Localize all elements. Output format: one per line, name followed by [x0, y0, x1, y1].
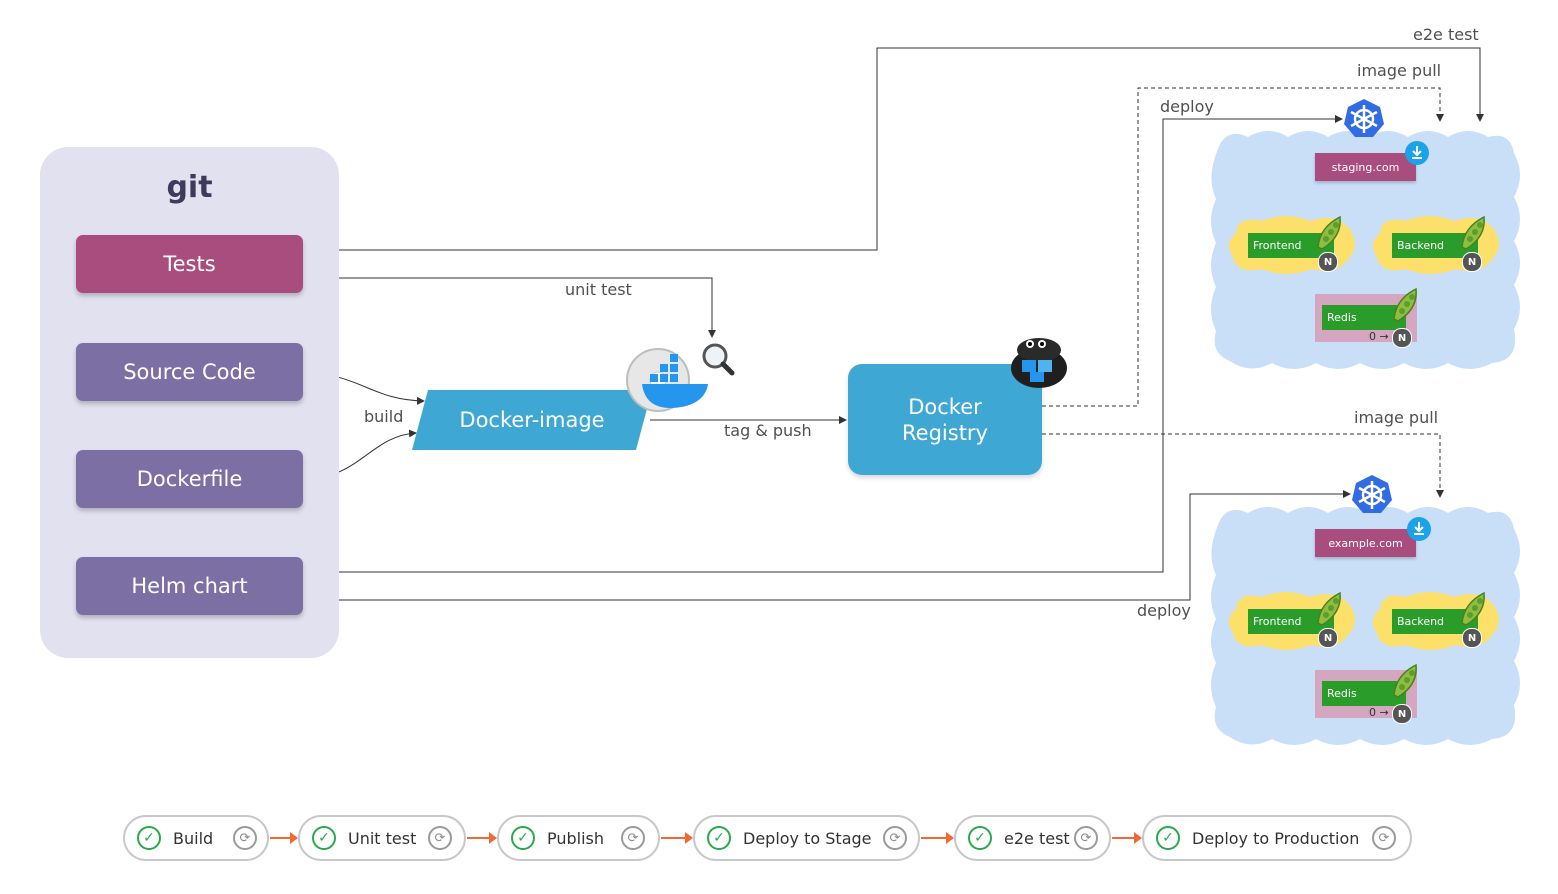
label-build: build: [364, 407, 404, 426]
git-title: git: [166, 170, 213, 205]
pipeline-step-label: e2e test: [1004, 829, 1070, 848]
pipeline-step-label: Unit test: [348, 829, 417, 848]
retry-icon[interactable]: ⟳: [428, 826, 452, 850]
pipeline-step-label: Deploy to Production: [1192, 829, 1360, 848]
git-item-tests-label: Tests: [163, 252, 216, 276]
pipeline-arrow: [1112, 832, 1142, 844]
pipeline-arrow: [661, 832, 693, 844]
staging-redis-service[interactable]: Redis: [1322, 305, 1406, 330]
staging-backend-node-badge: N: [1462, 252, 1482, 272]
docker-image-node[interactable]: Docker-image: [412, 390, 652, 450]
git-item-dockerfile-label: Dockerfile: [136, 467, 243, 491]
git-item-source-code-label: Source Code: [123, 360, 256, 384]
pipeline-step-build[interactable]: ✓ Build ⟳: [123, 815, 269, 861]
label-deploy-bottom: deploy: [1137, 601, 1191, 620]
label-image-pull-top: image pull: [1357, 61, 1442, 80]
pea-pod-icon: [1393, 287, 1417, 322]
pipeline-step-publish[interactable]: ✓ Publish ⟳: [497, 815, 660, 861]
staging-frontend-node-badge: N: [1318, 252, 1338, 272]
check-icon: ✓: [968, 826, 992, 850]
check-icon: ✓: [1156, 826, 1180, 850]
download-icon: [1405, 141, 1429, 165]
registry-label-line2: Registry: [902, 420, 988, 445]
pea-pod-icon: [1393, 663, 1417, 698]
pea-pod-icon: [1317, 215, 1341, 250]
pea-pod-icon: [1461, 215, 1485, 250]
production-redis-node-badge: N: [1392, 704, 1412, 724]
pipeline-step-label: Deploy to Stage: [743, 829, 872, 848]
label-image-pull-bottom: image pull: [1354, 408, 1439, 427]
download-icon: [1407, 517, 1431, 541]
staging-redis-node-badge: N: [1392, 328, 1412, 348]
docker-registry-node[interactable]: Docker Registry: [848, 364, 1042, 475]
kubernetes-icon: [1344, 99, 1384, 137]
registry-mascot-icon: [1011, 338, 1067, 388]
pipeline-step-deploy-to-production[interactable]: ✓ Deploy to Production ⟳: [1142, 815, 1412, 861]
registry-label-line1: Docker: [908, 394, 982, 419]
check-icon: ✓: [137, 826, 161, 850]
staging-cluster: staging.com Frontend N Backend N Redis 0…: [1208, 127, 1522, 375]
staging-redis-scale: 0 →: [1369, 330, 1389, 343]
git-item-dockerfile[interactable]: Dockerfile: [76, 450, 303, 508]
label-e2e-test: e2e test: [1413, 25, 1479, 44]
pipeline-step-label: Build: [173, 829, 214, 848]
production-backend-node-badge: N: [1462, 628, 1482, 648]
production-cluster: example.com Frontend N Backend N Redis 0…: [1208, 503, 1522, 751]
wire-tests-e2e: [303, 47, 1484, 251]
label-tag-push: tag & push: [724, 421, 812, 440]
staging-cloud-shape: [1211, 131, 1520, 369]
docker-image-label: Docker-image: [459, 408, 605, 432]
retry-icon[interactable]: ⟳: [1074, 826, 1098, 850]
wire-helm-prod: [303, 490, 1351, 601]
git-item-tests[interactable]: Tests: [76, 235, 303, 293]
docker-whale-icon: [626, 343, 735, 412]
git-item-helm-chart[interactable]: Helm chart: [76, 557, 303, 615]
production-cloud-shape: [1211, 507, 1520, 745]
retry-icon[interactable]: ⟳: [1372, 826, 1396, 850]
git-item-source-code[interactable]: Source Code: [76, 343, 303, 401]
production-redis-scale: 0 →: [1369, 706, 1389, 719]
check-icon: ✓: [511, 826, 535, 850]
wire-helm-stage: [303, 115, 1343, 573]
pipeline-step-e2e-test[interactable]: ✓ e2e test ⟳: [954, 815, 1111, 861]
pea-pod-icon: [1461, 591, 1485, 626]
production-domain-badge[interactable]: example.com: [1315, 529, 1416, 557]
label-unit-test: unit test: [565, 280, 632, 299]
production-redis-service[interactable]: Redis: [1322, 681, 1406, 706]
git-item-helm-chart-label: Helm chart: [131, 574, 248, 598]
pipeline-step-unit-test[interactable]: ✓ Unit test ⟳: [298, 815, 466, 861]
pipeline-arrow: [467, 832, 497, 844]
pipeline-arrow: [270, 832, 298, 844]
retry-icon[interactable]: ⟳: [233, 826, 257, 850]
retry-icon[interactable]: ⟳: [621, 826, 645, 850]
staging-domain-badge[interactable]: staging.com: [1315, 153, 1416, 181]
pea-pod-icon: [1317, 591, 1341, 626]
check-icon: ✓: [707, 826, 731, 850]
retry-icon[interactable]: ⟳: [883, 826, 907, 850]
wire-pull-stage: [1042, 87, 1444, 407]
wire-tests-unit: [303, 277, 716, 338]
pipeline-step-deploy-to-stage[interactable]: ✓ Deploy to Stage ⟳: [693, 815, 920, 861]
pipeline-step-label: Publish: [547, 829, 605, 848]
production-frontend-node-badge: N: [1318, 628, 1338, 648]
pipeline-arrow: [921, 832, 954, 844]
label-deploy-top: deploy: [1160, 97, 1214, 116]
kubernetes-icon: [1352, 475, 1392, 513]
check-icon: ✓: [312, 826, 336, 850]
